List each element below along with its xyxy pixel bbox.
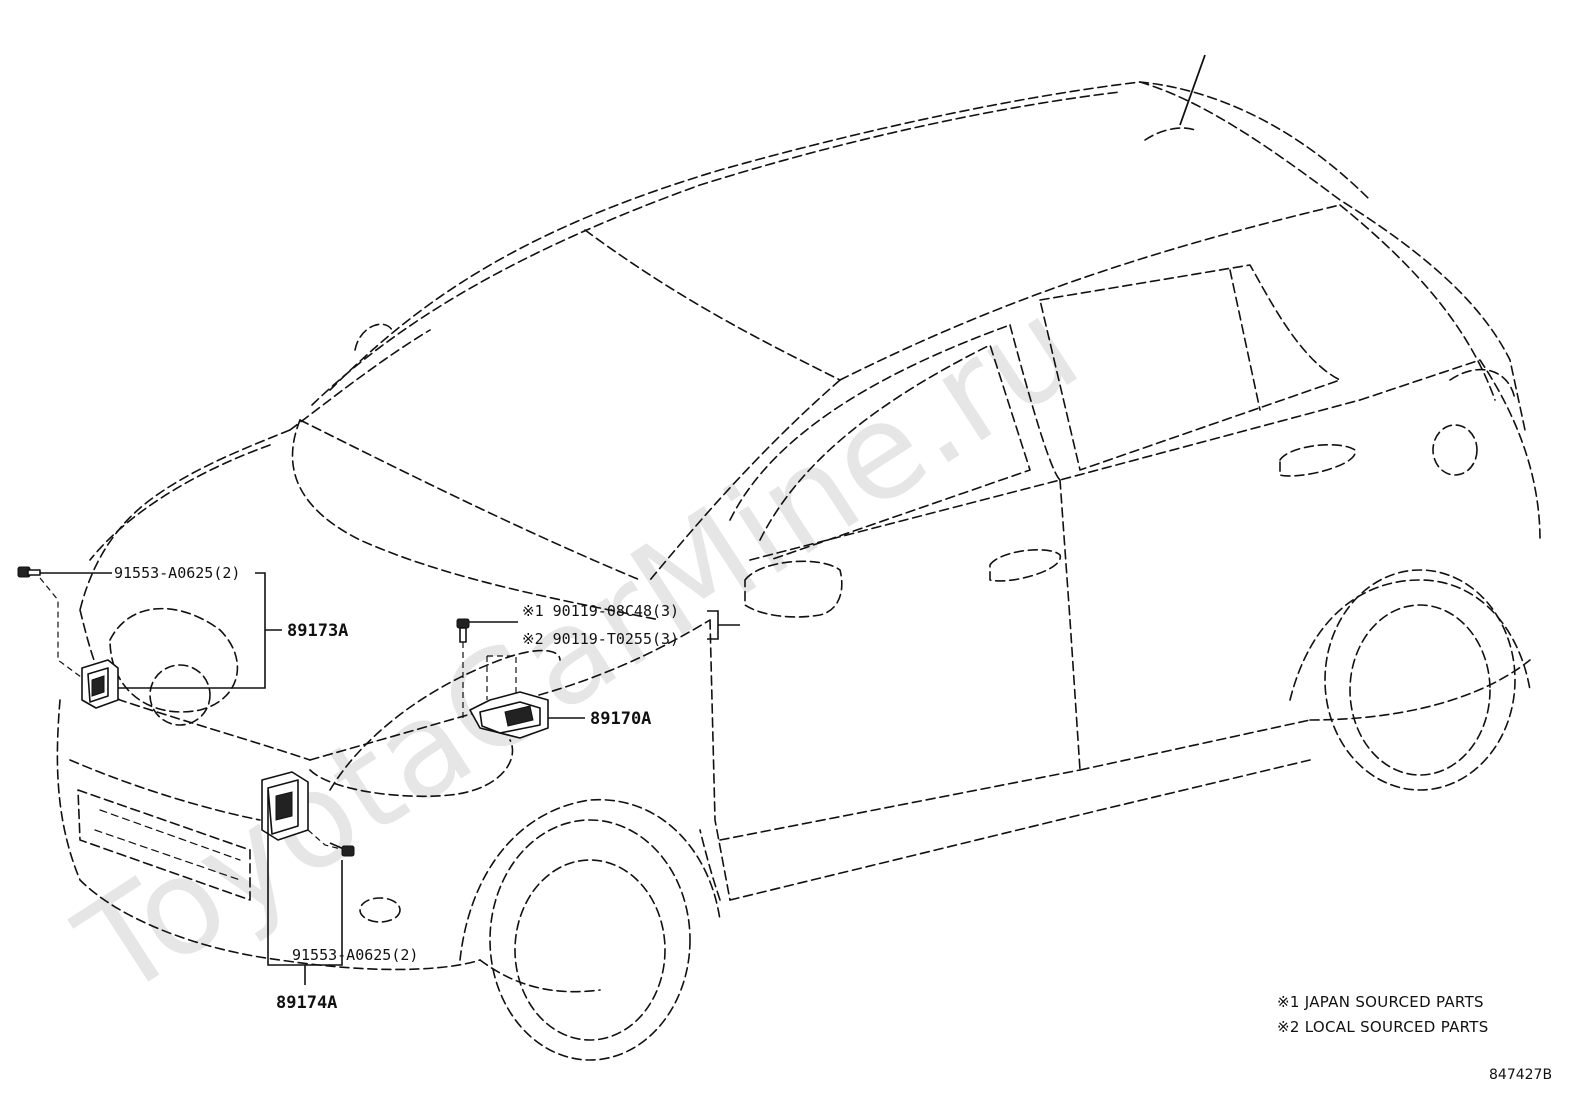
bolt-top-part-number: 91553-A0625(2) [114,564,240,582]
legend-local: ※2 LOCAL SOURCED PARTS [1277,1018,1489,1036]
leader-lines [40,572,740,985]
airbag-ecu-part-number: 89170A [590,709,651,729]
screw-local-part-number: ※2 90119-T0255(3) [522,630,679,648]
sensor-center-part [261,771,309,841]
figure-number: 847427B [1489,1067,1552,1083]
car-outline [56,54,1541,1061]
legend-japan: ※1 JAPAN SOURCED PARTS [1277,993,1484,1011]
sensor-left-part [81,659,119,709]
bolt-top-icon [17,566,41,578]
bolt-bottom-part-number: 91553-A0625(2) [292,946,418,964]
watermark: ToyotaCarMine.ru [53,270,1105,1028]
screw-japan-part-number: ※1 90119-08C48(3) [522,602,679,620]
bolt-bottom-icon [329,842,355,857]
sensor-left-part-number: 89173A [287,621,348,641]
sensor-center-part-number: 89174A [276,993,337,1013]
airbag-ecu-part [469,691,549,739]
